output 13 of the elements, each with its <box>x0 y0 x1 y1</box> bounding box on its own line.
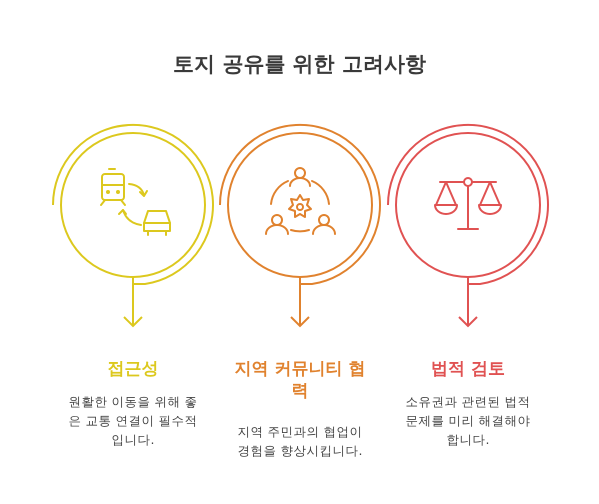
description-text: 소유권과 관련된 법적 문제를 미리 해결해야 합니다. <box>404 393 532 449</box>
arrow <box>290 277 310 327</box>
circle-outline <box>227 132 373 278</box>
diagram-title: 토지 공유를 위한 고려사항 <box>172 51 427 78</box>
circle-outline <box>60 132 206 278</box>
description-text: 원활한 이동을 위해 좋은 교통 연결이 필수적입니다. <box>68 393 198 449</box>
heading-text: 접근성 <box>106 358 160 380</box>
heading-text: 지역 커뮤니티 협력 <box>234 358 366 402</box>
arrow <box>458 277 478 327</box>
arrow <box>123 277 143 327</box>
description-text: 지역 주민과의 협업이 경험을 향상시킵니다. <box>236 423 364 460</box>
circle-outline <box>395 132 541 278</box>
heading-text: 법적 검토 <box>430 358 506 380</box>
